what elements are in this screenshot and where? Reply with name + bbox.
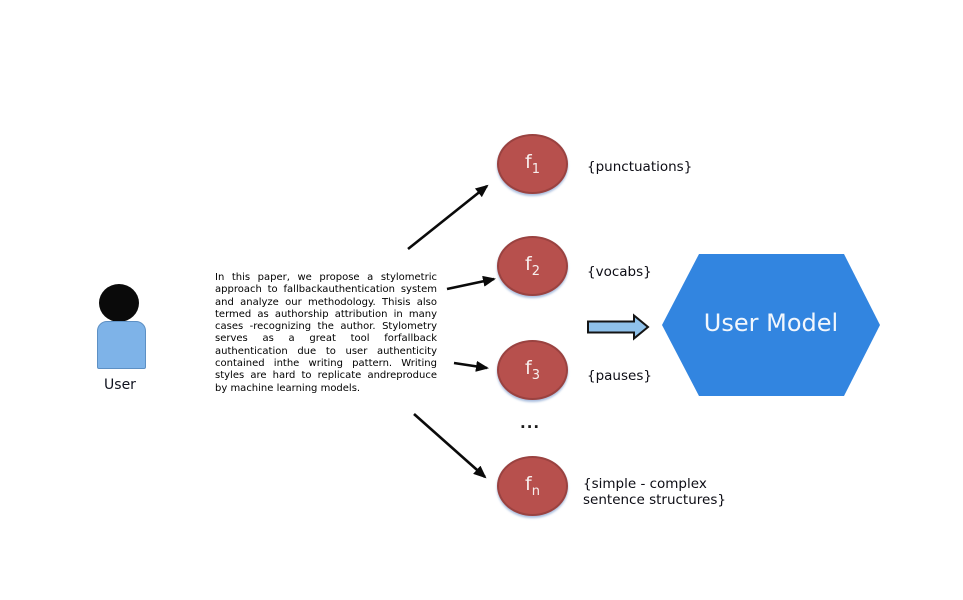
feature-label-punctuations: {punctuations}: [587, 159, 693, 175]
feature-symbol-f3: f3: [525, 356, 540, 383]
feature-node-f3: f3: [497, 340, 568, 400]
feature-node-f1: f1: [497, 134, 568, 194]
block-arrow-icon: [587, 313, 650, 341]
feature-symbol-fn: fn: [525, 472, 540, 499]
feature-label-vocabs: {vocabs}: [587, 264, 652, 280]
feature-label-sentence-structures: {simple - complex sentence structures}: [583, 476, 726, 508]
arrow-to-f1: [407, 184, 489, 251]
user-model-label: User Model: [703, 309, 839, 337]
user-model-hexagon: [662, 254, 880, 396]
description-text: In this paper, we propose a stylometric …: [215, 272, 437, 394]
ellipsis-text: ...: [520, 414, 541, 432]
feature-label-pauses: {pauses}: [587, 368, 652, 384]
user-head-icon: [99, 284, 139, 322]
arrow-to-f3: [453, 360, 489, 372]
feature-node-f2: f2: [497, 236, 568, 296]
feature-node-fn: fn: [497, 456, 568, 516]
user-body-icon: [97, 321, 146, 369]
feature-symbol-f1: f1: [525, 150, 540, 177]
arrow-to-fn: [413, 413, 487, 479]
user-label: User: [104, 377, 136, 393]
arrow-to-f2: [446, 275, 496, 291]
feature-symbol-f2: f2: [525, 252, 540, 279]
